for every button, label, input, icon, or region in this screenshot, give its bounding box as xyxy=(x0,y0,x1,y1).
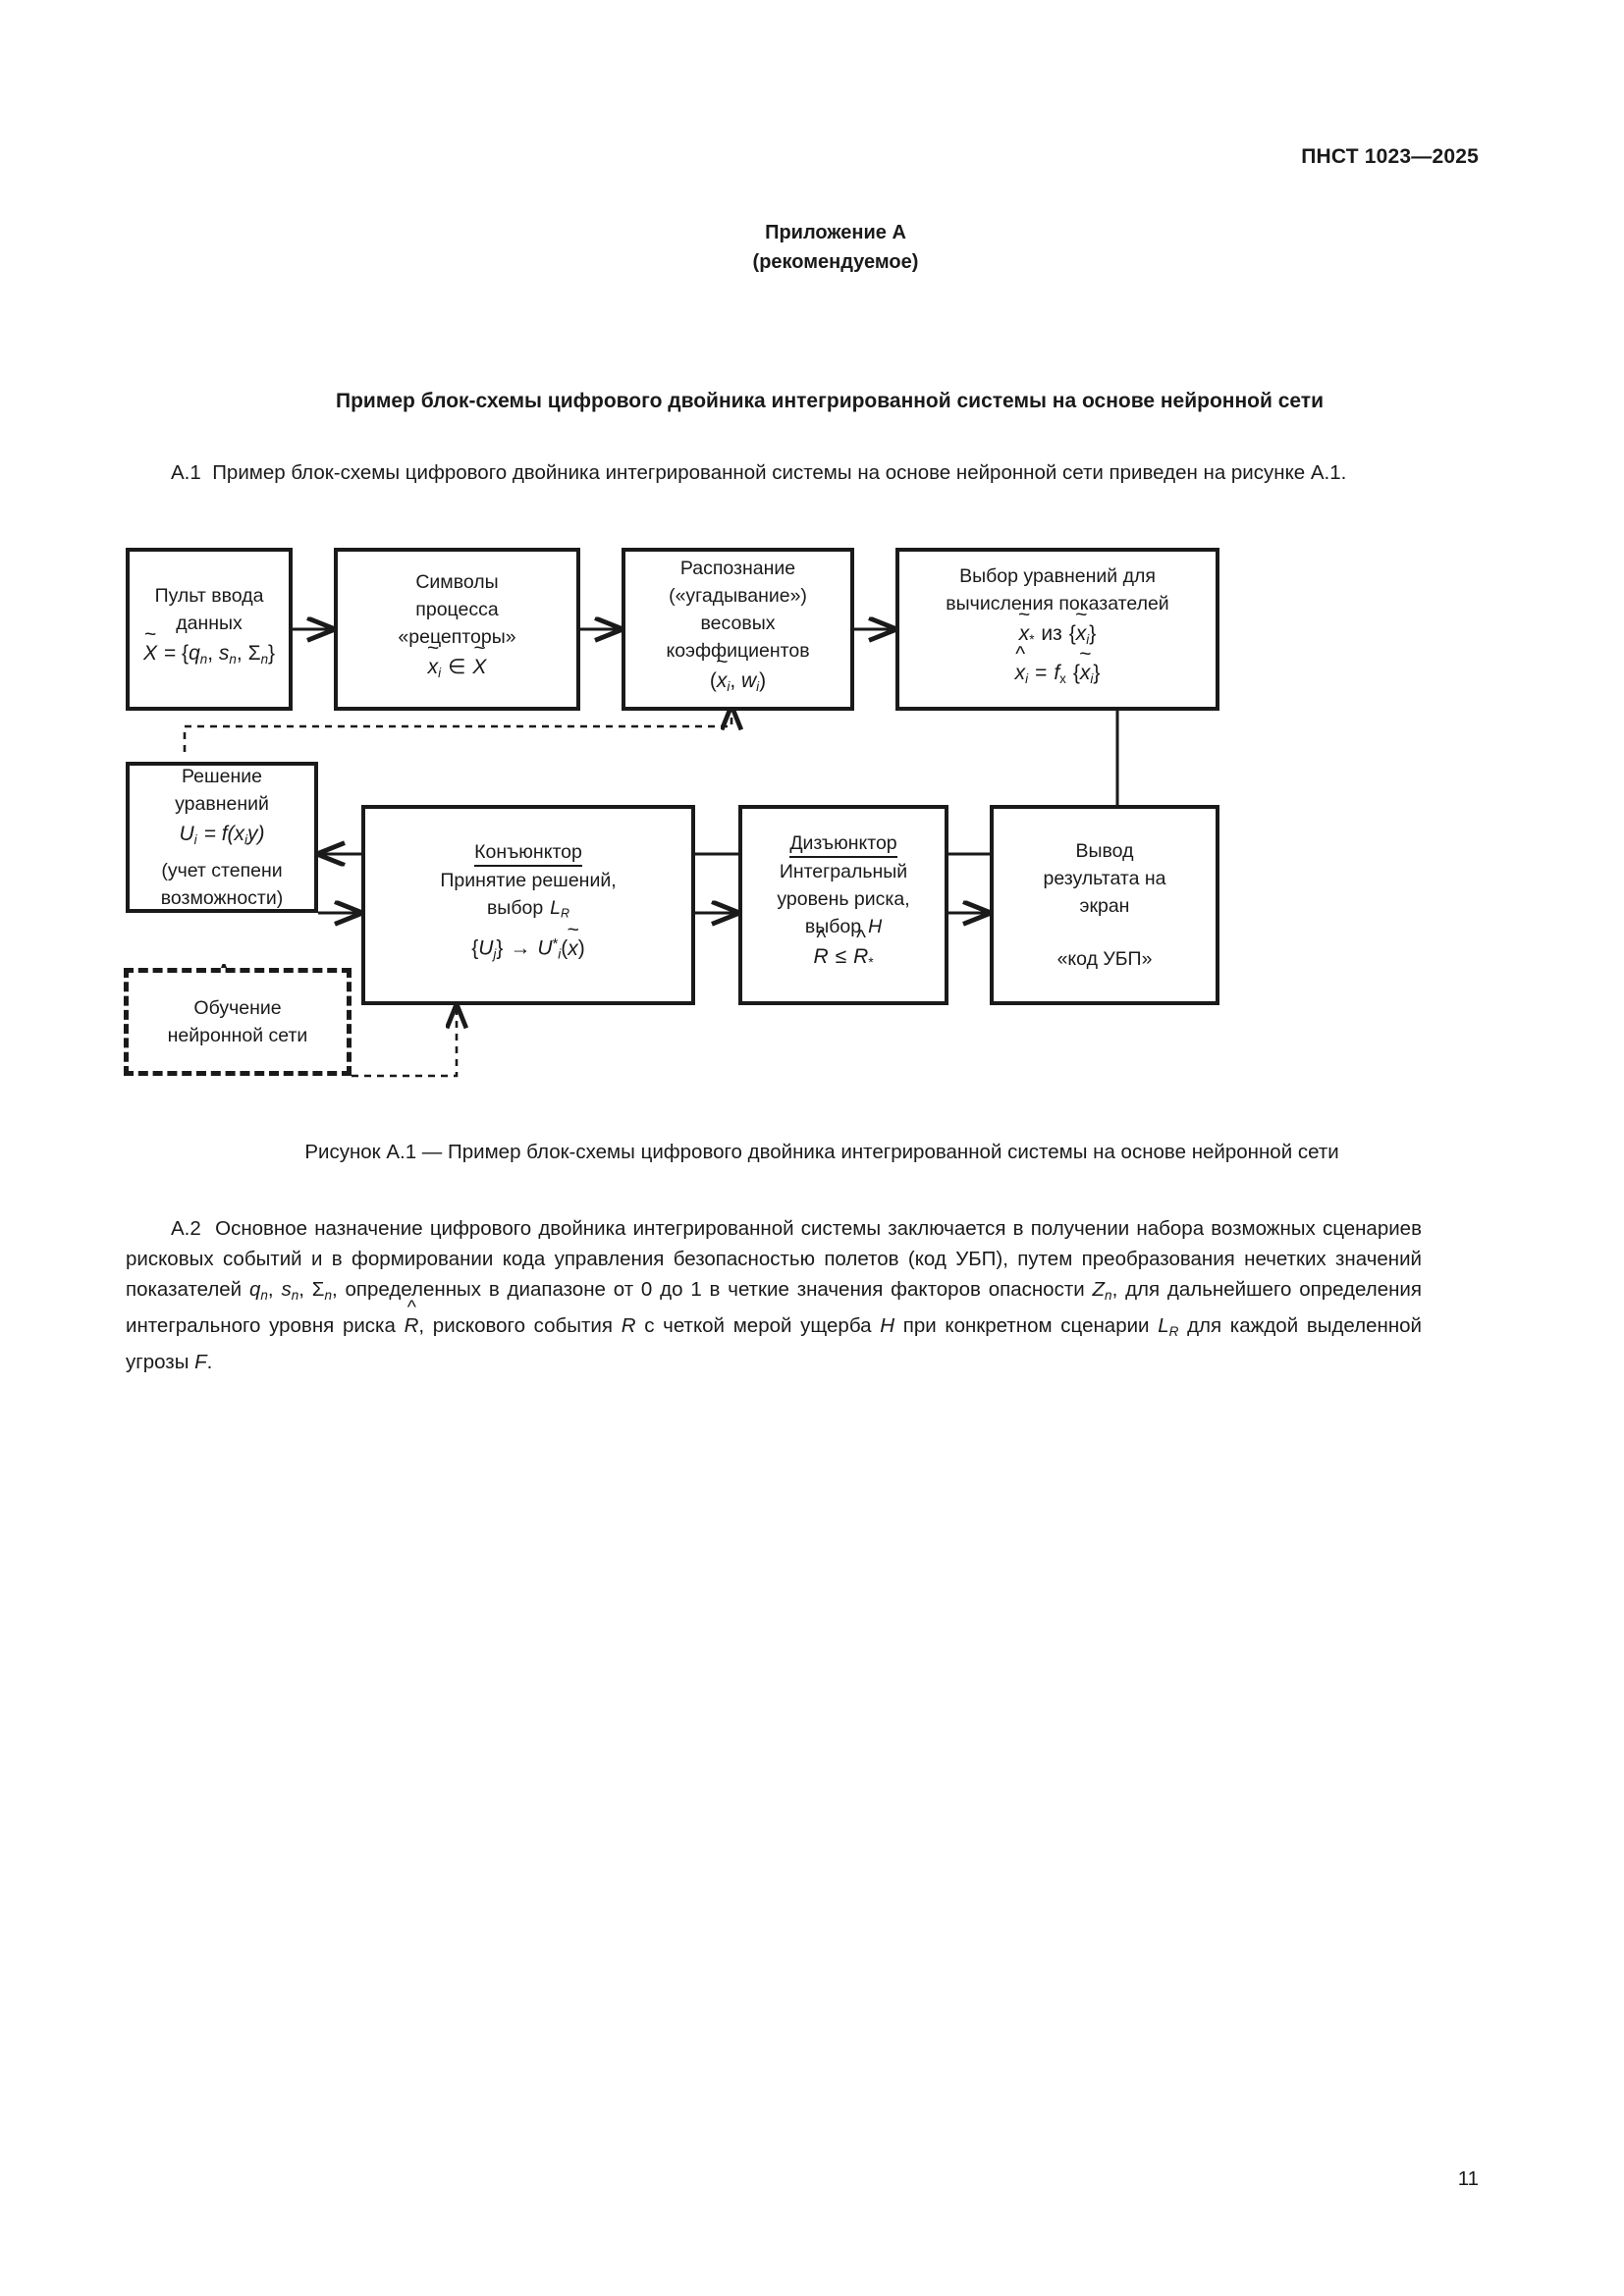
block-equation-choice-formula1: ~x*из{~xi} xyxy=(1018,604,1097,647)
symbol-s-sub: n xyxy=(291,1287,299,1303)
block-training-line1: Обучение xyxy=(193,997,282,1019)
block-disjunctor-line1: Интегральный xyxy=(779,861,908,883)
block-output-line2: результата на xyxy=(1043,868,1166,889)
paragraph-a2-text-part3: , для дальнейшего определения интегральн… xyxy=(126,1278,1422,1337)
block-training-line2: нейронной сети xyxy=(167,1025,308,1046)
block-input-console-line2: данных xyxy=(176,612,243,634)
block-recognition-line1: Распознание xyxy=(679,557,796,579)
block-output: Вывод результата на экран «код УБП» xyxy=(990,805,1219,1005)
section-heading: Пример блок-схемы цифрового двойника инт… xyxy=(335,390,1324,412)
symbol-l-sub: R xyxy=(1168,1323,1179,1339)
annex-heading: Приложение А (рекомендуемое) xyxy=(0,218,1624,277)
block-disjunctor: Дизъюнктор Интегральный уровень риска, в… xyxy=(738,805,948,1005)
block-equation-choice-line2: вычисления показателей xyxy=(946,592,1169,614)
block-process-symbols-line3: «рецепторы» xyxy=(398,625,516,648)
block-output-line3: экран xyxy=(1079,895,1130,917)
paragraph-a2-text-part7: для каждой выделенной угрозы xyxy=(126,1313,1423,1373)
block-recognition-line4: коэффициентов xyxy=(666,639,810,662)
paragraph-a1-number: А.1 xyxy=(171,461,201,484)
paragraph-a2-text-part2: , определенных в диапазоне от 0 до 1 в ч… xyxy=(331,1278,1093,1301)
page-number: 11 xyxy=(1457,2167,1479,2190)
paragraph-a2-text-part6: при конкретном сценарии xyxy=(894,1313,1159,1337)
symbol-q-sub: n xyxy=(260,1287,268,1303)
symbol-s: s xyxy=(281,1278,292,1301)
block-disjunctor-formula: ^R≤^R* xyxy=(813,927,874,971)
block-recognition-line3: весовых xyxy=(700,612,776,634)
paragraph-a2-number: А.2 xyxy=(171,1217,201,1240)
annex-subtitle: (рекомендуемое) xyxy=(752,251,919,273)
symbol-z: Z xyxy=(1092,1278,1106,1301)
paragraph-a2-text-part1: Основное назначение цифрового двойника и… xyxy=(126,1217,1422,1301)
block-conjunctor-formula: {Uj}→U*i(~x) xyxy=(471,919,585,962)
block-disjunctor-title: Дизъюнктор xyxy=(748,829,939,859)
block-output-line4: «код УБП» xyxy=(1056,948,1153,970)
symbol-sigma-sub: n xyxy=(324,1287,332,1303)
block-equation-solving-line1: Решение уравнений xyxy=(175,765,269,815)
paragraph-a1-text: Пример блок-схемы цифрового двойника инт… xyxy=(212,461,1347,484)
block-equation-choice: Выбор уравнений для вычисления показател… xyxy=(895,548,1219,711)
block-process-symbols-line1: Символы xyxy=(415,570,499,593)
block-process-symbols-line2: процесса xyxy=(415,598,499,620)
block-equation-solving-line3: (учет степени xyxy=(161,860,283,882)
block-output-line1: Вывод xyxy=(1075,840,1134,862)
block-input-console: Пульт ввода данных ~X= {qn, sn, Σn} xyxy=(126,548,293,711)
block-disjunctor-line2: уровень риска, xyxy=(777,888,910,911)
paragraph-a2-text-part8: . xyxy=(206,1350,213,1373)
block-neural-network-training: Обучение нейронной сети xyxy=(124,968,352,1076)
symbol-z-sub: n xyxy=(1105,1287,1112,1303)
symbol-h: H xyxy=(880,1313,895,1337)
block-equation-solving: Решение уравнений Ui= f(xiy) (учет степе… xyxy=(126,762,318,913)
block-process-symbols: Символы процесса «рецепторы» ~xi∈~X xyxy=(334,548,580,711)
block-equation-solving-formula: Ui= f(xiy) xyxy=(179,822,265,848)
symbol-sigma: Σ xyxy=(311,1278,325,1301)
block-process-symbols-formula: ~xi∈~X xyxy=(426,637,487,681)
figure-a1: Пульт ввода данных ~X= {qn, sn, Σn} Симв… xyxy=(124,538,1496,1127)
paragraph-a2-text-part4: , рискового события xyxy=(418,1313,622,1337)
block-recognition-line2: («угадывание») xyxy=(669,584,807,607)
symbol-r-hat: ^R xyxy=(404,1296,419,1337)
paragraph-a1: А.1 Пример блок-схемы цифрового двойника… xyxy=(126,457,1422,488)
symbol-l: L xyxy=(1158,1313,1169,1337)
block-recognition-formula: (~xi, wi) xyxy=(709,651,767,695)
symbol-f: F xyxy=(194,1350,207,1373)
figure-caption: Рисунок А.1 — Пример блок-схемы цифровог… xyxy=(304,1141,1339,1163)
block-input-console-formula: ~X= {qn, sn, Σn} xyxy=(142,623,276,667)
paragraph-a2-text-part5: с четкой мерой ущерба xyxy=(635,1313,881,1337)
block-equation-solving-line4: возможности) xyxy=(160,887,284,910)
symbol-r: R xyxy=(621,1313,636,1337)
annex-title: Приложение А xyxy=(765,222,906,243)
symbol-q: q xyxy=(248,1278,261,1301)
block-equation-choice-line1: Выбор уравнений для xyxy=(959,564,1156,587)
block-input-console-line1: Пульт ввода xyxy=(154,584,264,607)
paragraph-a2: А.2 Основное назначение цифрового двойни… xyxy=(126,1217,1423,1373)
block-recognition: Распознание («угадывание») весовых коэфф… xyxy=(622,548,854,711)
document-header-standard-id: ПНСТ 1023—2025 xyxy=(1301,145,1479,168)
block-equation-choice-formula2: ^xi=fx{~xi} xyxy=(1014,642,1101,687)
block-conjunctor-line1: Принятие решений, xyxy=(440,870,617,892)
block-conjunctor-title: Конъюнктор xyxy=(371,838,685,868)
